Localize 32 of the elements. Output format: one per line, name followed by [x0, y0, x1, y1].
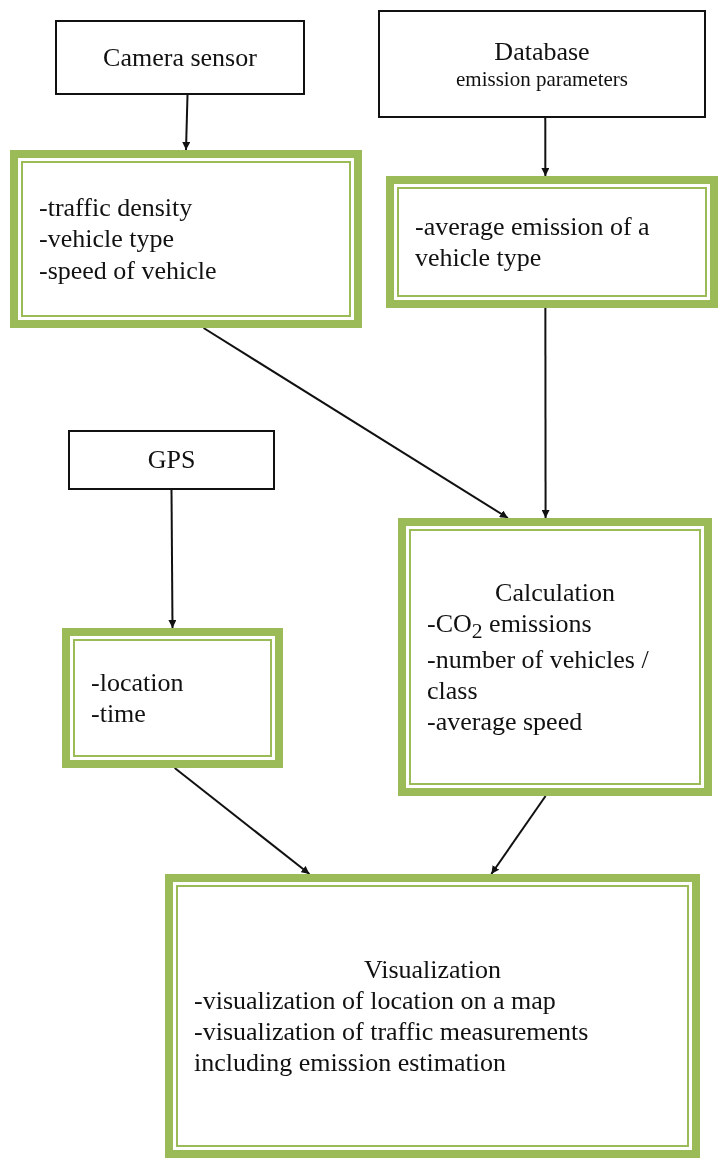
process-box [62, 628, 283, 768]
box-title: Database [494, 35, 590, 67]
source-box [378, 10, 706, 118]
list-item: -traffic density [39, 192, 194, 224]
box-title: Visualization [362, 953, 503, 985]
list-item: -number of vehicles / class [427, 643, 650, 707]
box-title: emission parameters [456, 67, 628, 93]
process-box [386, 176, 718, 308]
list-item: -location [91, 666, 185, 698]
arrow [541, 307, 550, 519]
source-box [68, 430, 275, 490]
box-title: Camera sensor [103, 41, 257, 74]
list-item: -vehicle type [39, 223, 175, 255]
arrow [168, 489, 177, 629]
list-item: -time [91, 698, 147, 730]
list-item: -average speed [427, 706, 584, 738]
arrow [541, 117, 550, 177]
arrow [182, 94, 191, 151]
box-title: GPS [147, 444, 196, 476]
arrow [173, 767, 311, 875]
list-item: -visualization of location on a map [194, 984, 557, 1016]
process-box [398, 518, 712, 796]
process-box [165, 874, 700, 1158]
source-box [55, 20, 305, 95]
list-item: -average emission of a vehicle type [415, 210, 651, 274]
list-item: -visualization of traffic measurements including emission estimation [194, 1016, 590, 1079]
list-item: -CO$_{2}$ emissions [427, 607, 593, 644]
list-item: -speed of vehicle [39, 254, 218, 286]
arrow [490, 795, 547, 875]
process-box [10, 150, 362, 328]
arrow [202, 327, 509, 519]
box-title: Calculation [494, 576, 616, 608]
